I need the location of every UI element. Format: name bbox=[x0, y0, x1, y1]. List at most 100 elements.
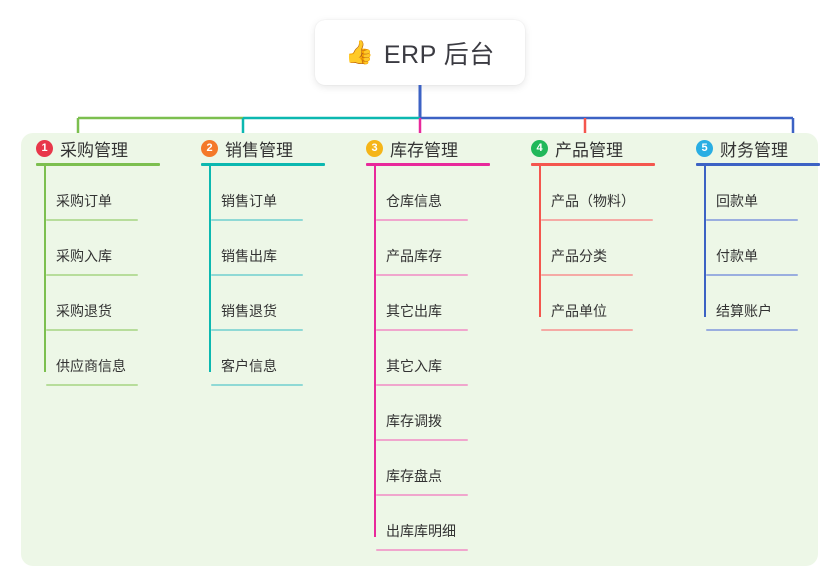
child-item-underline bbox=[376, 274, 468, 276]
child-item[interactable]: 客户信息 bbox=[211, 331, 303, 386]
child-item-label: 采购入库 bbox=[56, 248, 112, 264]
child-item-underline bbox=[46, 384, 138, 386]
child-item-label: 销售退货 bbox=[221, 303, 277, 319]
child-item[interactable]: 销售订单 bbox=[211, 166, 303, 221]
child-item[interactable]: 产品分类 bbox=[541, 221, 633, 276]
child-item[interactable]: 回款单 bbox=[706, 166, 798, 221]
child-item[interactable]: 产品库存 bbox=[376, 221, 468, 276]
child-item-label: 结算账户 bbox=[716, 303, 772, 319]
column-spine bbox=[44, 166, 46, 372]
child-item-label: 付款单 bbox=[716, 248, 758, 264]
child-item[interactable]: 出库库明细 bbox=[376, 496, 468, 551]
child-item[interactable]: 库存调拨 bbox=[376, 386, 468, 441]
child-item[interactable]: 产品（物料） bbox=[541, 166, 653, 221]
child-item-label: 供应商信息 bbox=[56, 358, 126, 374]
child-item-label: 客户信息 bbox=[221, 358, 277, 374]
child-item[interactable]: 其它出库 bbox=[376, 276, 468, 331]
child-item-underline bbox=[376, 219, 468, 221]
column-spine bbox=[539, 166, 541, 317]
child-item-label: 出库库明细 bbox=[386, 523, 456, 539]
child-item[interactable]: 采购订单 bbox=[46, 166, 138, 221]
column-children: 仓库信息产品库存其它出库其它入库库存调拨库存盘点出库库明细 bbox=[374, 166, 511, 551]
child-item-underline bbox=[541, 329, 633, 331]
column-title-label: 财务管理 bbox=[720, 140, 788, 160]
child-item[interactable]: 采购入库 bbox=[46, 221, 138, 276]
child-item-label: 销售订单 bbox=[221, 193, 277, 209]
child-item-underline bbox=[211, 384, 303, 386]
child-item[interactable]: 供应商信息 bbox=[46, 331, 138, 386]
child-item[interactable]: 产品单位 bbox=[541, 276, 633, 331]
child-item[interactable]: 付款单 bbox=[706, 221, 798, 276]
child-item-underline bbox=[211, 329, 303, 331]
child-item[interactable]: 销售出库 bbox=[211, 221, 303, 276]
column-title-label: 销售管理 bbox=[225, 140, 293, 160]
column-title-underline bbox=[531, 163, 655, 166]
column-index-badge: 3 bbox=[366, 139, 383, 157]
child-item-underline bbox=[706, 219, 798, 221]
column-spine bbox=[209, 166, 211, 372]
child-item-label: 产品（物料） bbox=[551, 193, 635, 209]
child-item-underline bbox=[706, 329, 798, 331]
child-item[interactable]: 其它入库 bbox=[376, 331, 468, 386]
column-spine bbox=[704, 166, 706, 317]
child-item-underline bbox=[376, 329, 468, 331]
column-2: 2 销售管理销售订单销售出库销售退货客户信息 bbox=[186, 133, 346, 386]
column-1: 1 采购管理采购订单采购入库采购退货供应商信息 bbox=[21, 133, 181, 386]
column-5: 5 财务管理回款单付款单结算账户 bbox=[681, 133, 839, 331]
child-item-label: 其它入库 bbox=[386, 358, 442, 374]
child-item-underline bbox=[541, 219, 653, 221]
child-item-label: 产品单位 bbox=[551, 303, 607, 319]
root-node-label: ERP 后台 bbox=[383, 40, 495, 69]
column-children: 产品（物料） 产品分类产品单位 bbox=[539, 166, 676, 331]
column-title-label: 产品管理 bbox=[555, 140, 623, 160]
child-item-label: 采购订单 bbox=[56, 193, 112, 209]
child-item-label: 产品分类 bbox=[551, 248, 607, 264]
column-index-badge: 1 bbox=[36, 139, 53, 157]
column-index-badge: 5 bbox=[696, 139, 713, 157]
thumbs-up-icon: 👍 bbox=[345, 39, 374, 65]
child-item-label: 销售出库 bbox=[221, 248, 277, 264]
child-item-label: 产品库存 bbox=[386, 248, 442, 264]
root-node[interactable]: 👍 ERP 后台 bbox=[315, 20, 525, 85]
column-title-row[interactable]: 3 库存管理 bbox=[351, 133, 511, 163]
child-item[interactable]: 销售退货 bbox=[211, 276, 303, 331]
child-item-underline bbox=[211, 274, 303, 276]
column-title-underline bbox=[696, 163, 820, 166]
column-spine bbox=[374, 166, 376, 537]
column-title-underline bbox=[36, 163, 160, 166]
diagram-panel: 1 采购管理采购订单采购入库采购退货供应商信息 2 销售管理销售订单销售出库销售退货客… bbox=[21, 133, 820, 566]
column-title-row[interactable]: 1 采购管理 bbox=[21, 133, 181, 163]
column-title-underline bbox=[366, 163, 490, 166]
column-index-badge: 4 bbox=[531, 139, 548, 157]
column-title-label: 库存管理 bbox=[390, 140, 458, 160]
child-item[interactable]: 采购退货 bbox=[46, 276, 138, 331]
column-children: 采购订单采购入库采购退货供应商信息 bbox=[44, 166, 181, 386]
child-item[interactable]: 仓库信息 bbox=[376, 166, 468, 221]
child-item-label: 其它出库 bbox=[386, 303, 442, 319]
child-item-label: 仓库信息 bbox=[386, 193, 442, 209]
child-item-label: 库存调拨 bbox=[386, 413, 442, 429]
column-4: 4 产品管理产品（物料） 产品分类产品单位 bbox=[516, 133, 676, 331]
column-title-underline bbox=[201, 163, 325, 166]
child-item-underline bbox=[706, 274, 798, 276]
child-item[interactable]: 结算账户 bbox=[706, 276, 798, 331]
child-item-label: 库存盘点 bbox=[386, 468, 442, 484]
child-item-underline bbox=[376, 384, 468, 386]
child-item-underline bbox=[376, 439, 468, 441]
child-item-label: 回款单 bbox=[716, 193, 758, 209]
child-item-underline bbox=[376, 549, 468, 551]
column-index-badge: 2 bbox=[201, 139, 218, 157]
child-item-underline bbox=[376, 494, 468, 496]
child-item-underline bbox=[211, 219, 303, 221]
column-title-row[interactable]: 5 财务管理 bbox=[681, 133, 839, 163]
column-3: 3 库存管理仓库信息产品库存其它出库其它入库库存调拨库存盘点出库库明细 bbox=[351, 133, 511, 551]
child-item-underline bbox=[541, 274, 633, 276]
column-title-row[interactable]: 4 产品管理 bbox=[516, 133, 676, 163]
child-item[interactable]: 库存盘点 bbox=[376, 441, 468, 496]
child-item-underline bbox=[46, 219, 138, 221]
child-item-underline bbox=[46, 329, 138, 331]
column-title-label: 采购管理 bbox=[60, 140, 128, 160]
child-item-underline bbox=[46, 274, 138, 276]
column-children: 回款单付款单结算账户 bbox=[704, 166, 839, 331]
column-title-row[interactable]: 2 销售管理 bbox=[186, 133, 346, 163]
